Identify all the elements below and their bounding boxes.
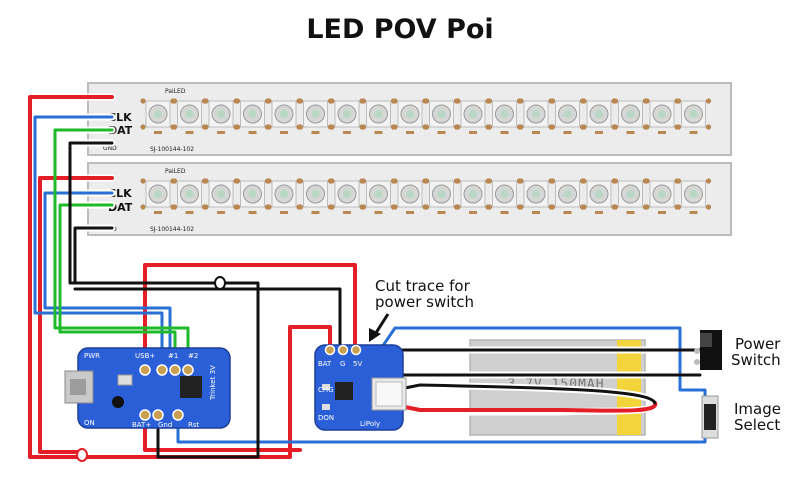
- image-select-button: Image Select: [701, 395, 781, 439]
- strip-1-pin-gnd: GND: [103, 145, 117, 152]
- strip-1-pin-dat: DAT: [108, 124, 133, 137]
- trinket-pin-usb: USB+: [135, 352, 155, 360]
- strip-1-part: SJ-100144-102: [150, 146, 194, 153]
- trinket-led-on: ON: [84, 419, 95, 427]
- strip-2-brand: PaiLED: [165, 168, 186, 175]
- cut-trace-line-1: Cut trace for: [375, 277, 471, 295]
- trinket-pin-rst: Rst: [188, 421, 200, 429]
- trinket-pin-2: #2: [188, 352, 198, 360]
- trinket-pads: [139, 364, 194, 421]
- trinket-board: USB+ #1 #2 BAT+ Gnd Rst PWR ON Trinket 3…: [64, 347, 231, 429]
- trinket-pin-bat: BAT+: [132, 421, 151, 429]
- image-select-label-2: Select: [734, 416, 780, 434]
- image-select-label-1: Image: [734, 400, 781, 418]
- cut-trace-annotation: Cut trace for power switch: [369, 277, 474, 342]
- charger-chg-label: CHG: [318, 386, 334, 394]
- strip-1-brand: PaiLED: [165, 88, 186, 95]
- power-switch-label-1: Power: [735, 335, 781, 353]
- strip-2-part: SJ-100144-102: [150, 226, 194, 233]
- charger-don-label: DON: [318, 414, 334, 422]
- cut-trace-line-2: power switch: [375, 293, 474, 311]
- power-switch: Power Switch: [694, 330, 781, 370]
- trinket-pin-gnd: Gnd: [158, 421, 172, 429]
- charger-pin-g: G: [340, 360, 345, 368]
- trinket-pin-1: #1: [168, 352, 178, 360]
- charger-pin-5v: 5V: [353, 360, 362, 368]
- power-switch-label-2: Switch: [731, 351, 781, 369]
- charger-pin-bat: BAT: [318, 360, 332, 368]
- trinket-led-pwr: PWR: [84, 352, 100, 360]
- led-strip-1: 5v+ CLK DAT GND PaiLED SJ-100144-102: [87, 82, 732, 156]
- charger-label: LiPoly: [360, 420, 380, 428]
- led-strip-2: 5v+ CLK DAT GND PaiLED SJ-100144-102: [87, 162, 732, 236]
- trinket-label: Trinket 3V: [209, 365, 217, 401]
- diagram-title: LED POV Poi: [306, 14, 493, 45]
- lipoly-charger-board: BAT G 5V CHG DON LiPoly: [314, 344, 407, 431]
